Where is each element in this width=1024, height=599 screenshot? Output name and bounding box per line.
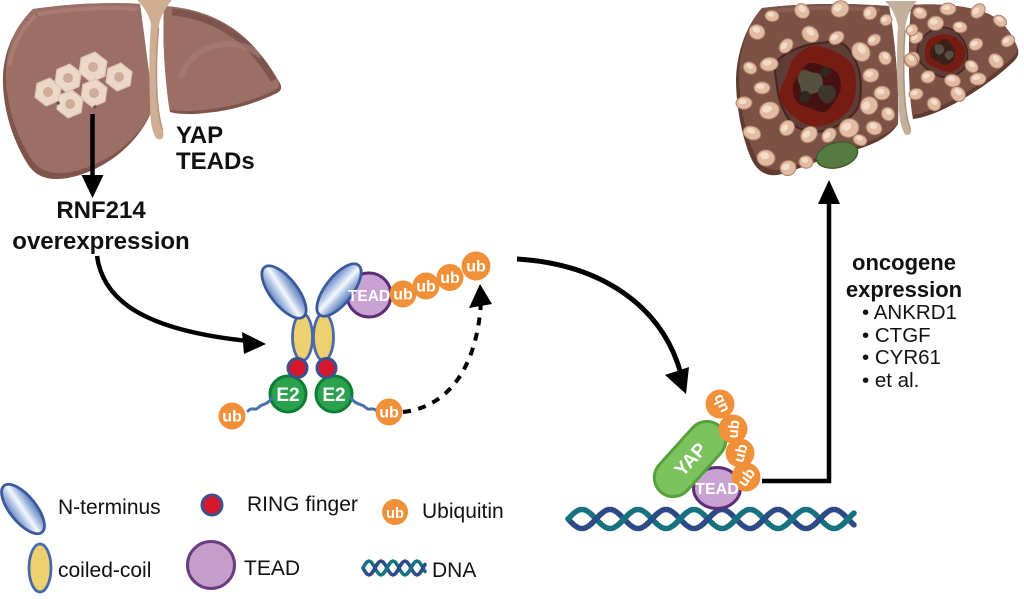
svg-text:TEAD: TEAD	[244, 557, 300, 580]
svg-text:Ubiquitin: Ubiquitin	[422, 500, 504, 523]
svg-text:ub: ub	[393, 287, 413, 304]
svg-text:ub: ub	[379, 405, 399, 422]
svg-text:• CTGF: • CTGF	[862, 324, 931, 347]
svg-text:RING finger: RING finger	[247, 493, 358, 516]
svg-text:RNF214: RNF214	[56, 197, 146, 224]
svg-text:DNA: DNA	[432, 559, 476, 582]
svg-text:ub: ub	[725, 419, 744, 439]
svg-text:ub: ub	[730, 442, 751, 464]
svg-text:TEAD: TEAD	[695, 481, 739, 498]
svg-text:ub: ub	[440, 270, 460, 287]
svg-text:YAP: YAP	[176, 122, 223, 149]
svg-text:expression: expression	[846, 277, 962, 302]
svg-text:• et al.: • et al.	[862, 369, 919, 392]
svg-text:coiled-coil: coiled-coil	[58, 559, 151, 582]
svg-text:ub: ub	[222, 409, 242, 426]
svg-text:TEAD: TEAD	[348, 288, 390, 305]
svg-text:E2: E2	[322, 385, 345, 406]
svg-text:overexpression: overexpression	[12, 228, 189, 255]
svg-text:TEADs: TEADs	[176, 148, 255, 175]
svg-text:ub: ub	[416, 279, 436, 296]
svg-text:oncogene: oncogene	[852, 250, 956, 275]
svg-text:ub: ub	[466, 259, 486, 276]
svg-text:N-terminus: N-terminus	[58, 496, 161, 519]
svg-text:• CYR61: • CYR61	[862, 346, 941, 369]
svg-text:ub: ub	[709, 392, 732, 416]
svg-text:E2: E2	[276, 385, 299, 406]
svg-text:• ANKRD1: • ANKRD1	[862, 301, 957, 324]
svg-text:ub: ub	[386, 506, 404, 522]
